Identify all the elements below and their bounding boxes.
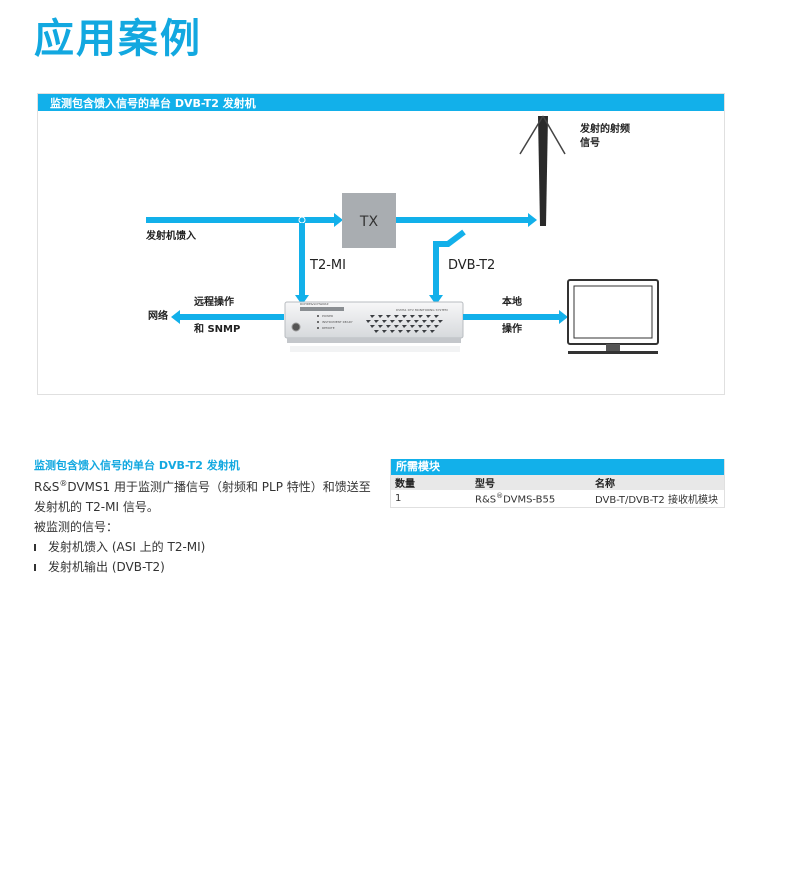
column-header-qty: 数量	[391, 475, 471, 490]
application-diagram: 监测包含馈入信号的单台 DVB-T2 发射机 发射的射频 信号 TX	[37, 93, 725, 395]
page-title: 应用案例	[34, 16, 202, 62]
tx-box	[342, 193, 396, 248]
local-label: 本地	[502, 295, 522, 308]
registered-mark: ®	[59, 479, 68, 488]
figure-title: 监测包含馈入信号的单台 DVB-T2 发射机	[50, 97, 256, 110]
rf-signal-label-1: 发射的射频	[579, 122, 630, 135]
transmitter-feed-label: 发射机馈入	[145, 229, 196, 242]
brand-label: ROHDE&SCHWARZ	[300, 302, 329, 306]
operation-label: 操作	[502, 322, 522, 335]
cell-model: R&S®DVMS-B55	[475, 491, 556, 506]
signal-flow-diagram: 发射的射频 信号 TX T2-MI DVB-T2 发射机馈入	[145, 115, 659, 354]
table-header-row: 数量 型号 名称	[391, 475, 724, 490]
dvbt2-arrow	[429, 229, 466, 305]
led-ready-label: INSTRUMENT READY	[322, 320, 353, 324]
ventilation-grille-icon	[366, 315, 443, 333]
table-row: 1 R&S®DVMS-B55 DVB-T/DVB-T2 接收机模块	[391, 490, 724, 507]
snmp-label: 和 SNMP	[193, 322, 240, 335]
section-heading: 监测包含馈入信号的单台 DVB-T2 发射机	[34, 459, 240, 472]
list-item: 发射机馈入 (ASI 上的 T2-MI)	[34, 537, 374, 557]
monitored-signals-label: 被监测的信号：	[34, 520, 119, 534]
dvbt2-label: DVB-T2	[448, 258, 495, 273]
monitor-icon	[567, 279, 659, 354]
tx-label: TX	[359, 214, 379, 230]
power-button-icon	[291, 322, 301, 332]
dvms1-device: ROHDE&SCHWARZ DVMS1 DTV MONITORING SYSTE…	[284, 301, 464, 352]
description-paragraph: R&S®DVMS1 用于监测广播信号（射频和 PLP 特性）和馈送至发射机的 T…	[34, 474, 374, 517]
local-operation-arrow	[463, 310, 568, 324]
t2mi-label: T2-MI	[309, 258, 346, 273]
monitored-signals-list: 发射机馈入 (ASI 上的 T2-MI) 发射机输出 (DVB-T2)	[34, 537, 374, 577]
column-header-model: 型号	[471, 475, 591, 490]
cell-qty: 1	[395, 493, 402, 504]
rf-signal-label-2: 信号	[580, 136, 600, 149]
section-body: R&S®DVMS1 用于监测广播信号（射频和 PLP 特性）和馈送至发射机的 T…	[34, 474, 374, 577]
split-node	[298, 216, 306, 224]
t2mi-arrow	[295, 223, 309, 305]
tx-output-arrow	[396, 213, 537, 227]
network-arrow	[171, 310, 284, 324]
product-label: DVMS1 DTV MONITORING SYSTEM	[396, 308, 448, 312]
brand-prefix: R&S	[34, 480, 60, 494]
cell-name: DVB-T/DVB-T2 接收机模块	[595, 495, 718, 506]
list-item: 发射机输出 (DVB-T2)	[34, 557, 374, 577]
led-remote-label: REMOTE	[322, 326, 335, 330]
required-modules-table: 所需模块 数量 型号 名称 1 R&S®DVMS-B55 DVB-T/DVB-T…	[390, 459, 725, 508]
antenna-icon	[519, 115, 566, 226]
network-label: 网络	[148, 309, 168, 322]
figure-title-bar: 监测包含馈入信号的单台 DVB-T2 发射机	[38, 94, 724, 111]
led-power-label: POWER	[322, 314, 333, 318]
column-header-name: 名称	[591, 475, 724, 490]
modules-table-title: 所需模块	[391, 459, 724, 475]
transmitter-feed-arrow	[146, 213, 343, 227]
description-text: DVMS1 用于监测广播信号（射频和 PLP 特性）和馈送至发射机的 T2-MI…	[34, 480, 371, 514]
brand-logo-plate	[300, 307, 344, 311]
remote-operation-label: 远程操作	[194, 295, 234, 308]
